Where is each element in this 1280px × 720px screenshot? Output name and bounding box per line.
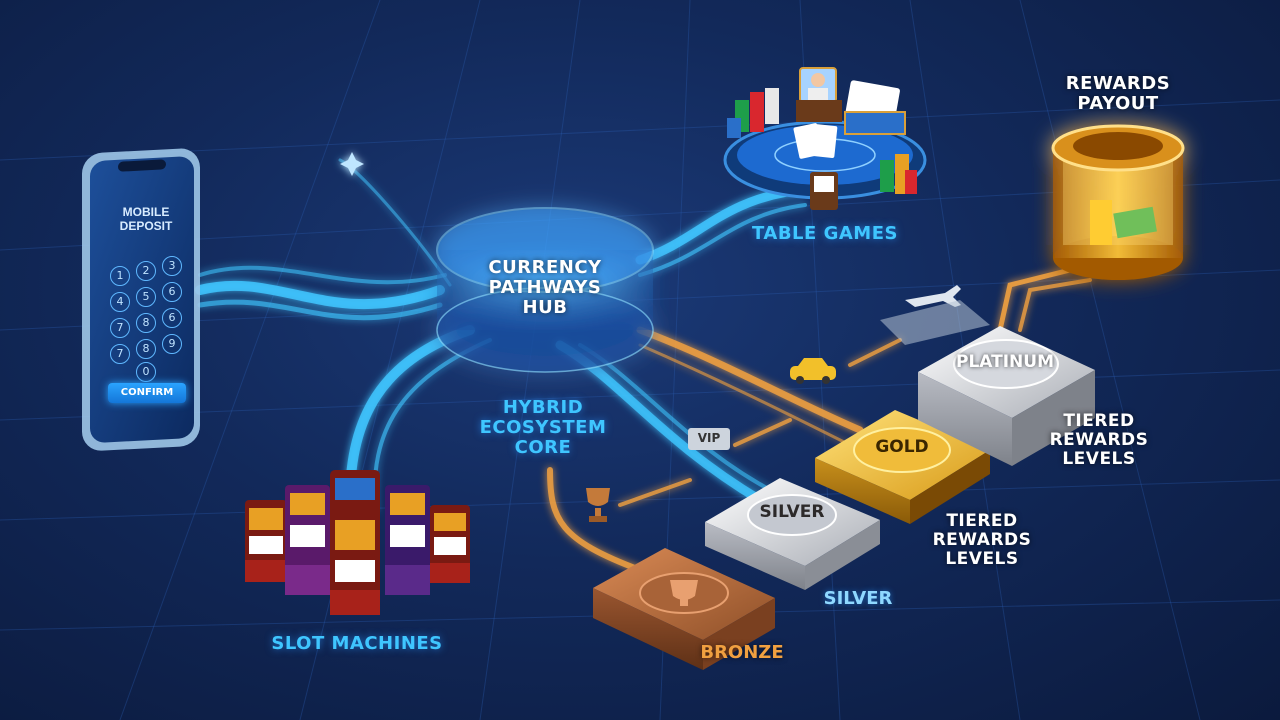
slot-machines-illustration [245,470,470,615]
confirm-button[interactable]: CONFIRM [108,383,186,403]
keypad-key[interactable]: 5 [136,287,156,307]
keypad-key[interactable]: 7 [110,318,130,338]
gold-block-label: GOLD [875,437,929,457]
tiered-rewards-lower-label: TIERED REWARDS LEVELS [932,511,1032,570]
silver-tier-block [705,478,880,590]
table-games-label: TABLE GAMES [752,223,898,244]
keypad-key[interactable]: 3 [162,256,182,276]
keypad-key[interactable]: 6 [162,282,182,302]
orange-flow-streams [547,267,1092,573]
keypad-key[interactable]: 8 [136,313,156,333]
sparkle-icon [340,152,364,176]
tiered-rewards-upper-label: TIERED REWARDS LEVELS [1049,411,1149,470]
keypad-key[interactable]: 6 [162,308,182,328]
silver-block-label: SILVER [759,502,825,522]
stream-hub-to-gold [636,326,864,434]
bronze-label: BRONZE [700,642,784,663]
keypad-key[interactable]: 8 [136,339,156,359]
core-label: HYBRID ECOSYSTEM CORE [479,397,607,459]
keypad-key[interactable]: 0 [136,362,156,382]
vip-tag-label: VIP [697,431,721,445]
table-games-illustration [723,67,927,210]
keypad-key[interactable]: 1 [110,266,130,286]
plane-trail [880,300,990,345]
trophy-icon [586,488,610,522]
phone-title: MOBILE DEPOSIT [119,205,173,233]
hub-label: CURRENCY PATHWAYS HUB [488,257,602,319]
bronze-tier-block [593,548,775,670]
platinum-tier-block [918,326,1095,466]
airplane-icon [905,285,961,307]
vip-tag [688,428,730,450]
keypad-key[interactable]: 4 [110,292,130,312]
car-icon [790,358,836,384]
keypad-key[interactable]: 9 [162,334,182,354]
stream-platinum-to-payout [997,267,1073,333]
currency-pathways-hub [436,207,654,373]
keypad-key[interactable]: 2 [136,261,156,281]
platinum-block-label: PLATINUM [956,352,1054,372]
slot-machines-label: SLOT MACHINES [271,633,443,654]
stream-hub-to-table [635,185,805,265]
chip-stacks [727,88,917,194]
rewards-payout-label: REWARDS PAYOUT [1065,73,1171,115]
keypad-key[interactable]: 7 [110,344,130,364]
rewards-payout-vault [1051,124,1185,280]
stream-phone-to-hub [195,280,445,309]
stream-core-to-bronze [547,467,643,573]
silver-caption: SILVER [823,588,893,609]
